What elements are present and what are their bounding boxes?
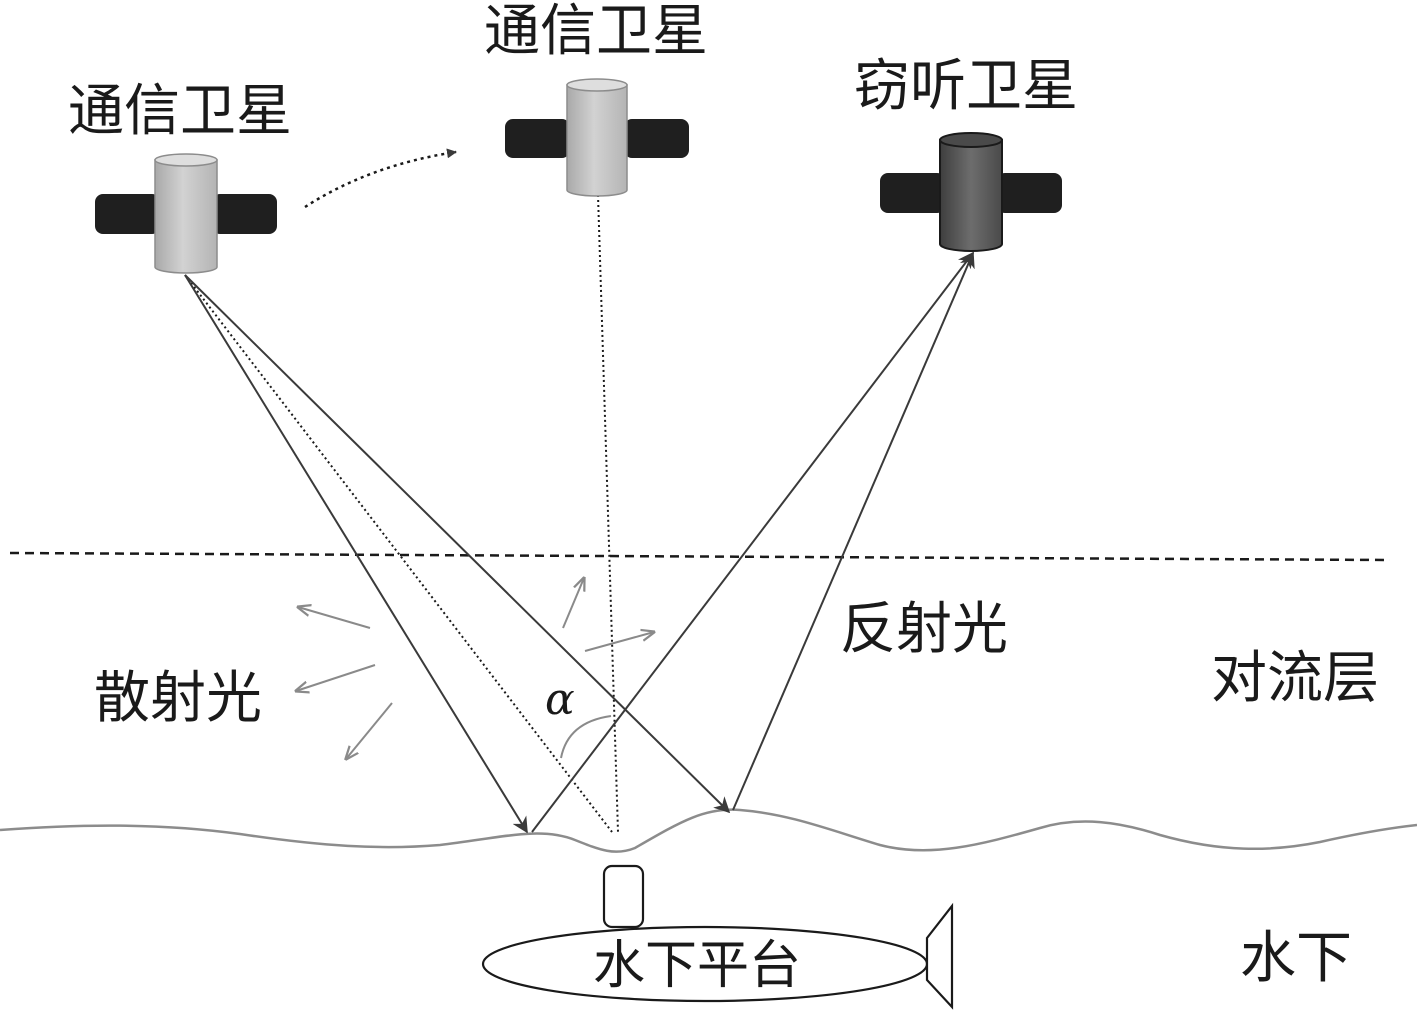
satellite-body [566,84,628,197]
reflected-light-label: 反射光 [840,597,1008,662]
submarine-icon [481,864,954,1010]
submarine-mast [602,864,645,929]
solar-panel-left [95,194,160,234]
scatter-arrow [298,607,371,629]
solar-panel-left [505,119,570,158]
reflected-ray-2 [732,251,975,811]
scatter-arrow [296,664,376,691]
satellite-body [939,139,1003,252]
scatter-arrow [584,632,654,652]
eavesdrop-satellite-label: 窃听卫星 [854,54,1078,119]
satellite-top [566,78,628,92]
scatter-arrow [562,578,584,629]
dotted-signal-line [184,274,613,833]
sea-surface [0,808,1417,853]
solar-panel-right [212,194,277,234]
troposphere-boundary [9,551,1391,562]
satellite-top [154,153,218,167]
submarine-tail [925,902,954,1010]
normal-line [597,194,619,833]
satellite-icon [95,153,277,274]
solar-panel-right [624,119,689,158]
incident-ray-1 [184,274,528,834]
satellite-icon [505,78,689,197]
reflected-ray-1 [531,251,974,833]
scattered-light-label: 散射光 [94,666,262,731]
underwater-platform-label: 水下平台 [593,936,801,996]
angle-alpha-label: α [545,674,575,725]
underwater-label: 水下 [1240,926,1352,991]
troposphere-label: 对流层 [1211,646,1379,711]
satellite-body [154,159,218,274]
scatter-arrow [346,702,393,759]
incident-ray-2 [184,274,731,814]
solar-panel-left [880,173,945,213]
satellite-top [939,132,1003,148]
comm-satellite-top-label: 通信卫星 [484,0,708,64]
solar-panel-right [997,173,1062,213]
scattered-light-arrows [296,578,654,759]
satellite-icon [880,132,1062,252]
angle-arc [560,715,612,759]
satellite-motion-arrow [304,148,457,209]
comm-satellite-left-label: 通信卫星 [68,79,292,144]
